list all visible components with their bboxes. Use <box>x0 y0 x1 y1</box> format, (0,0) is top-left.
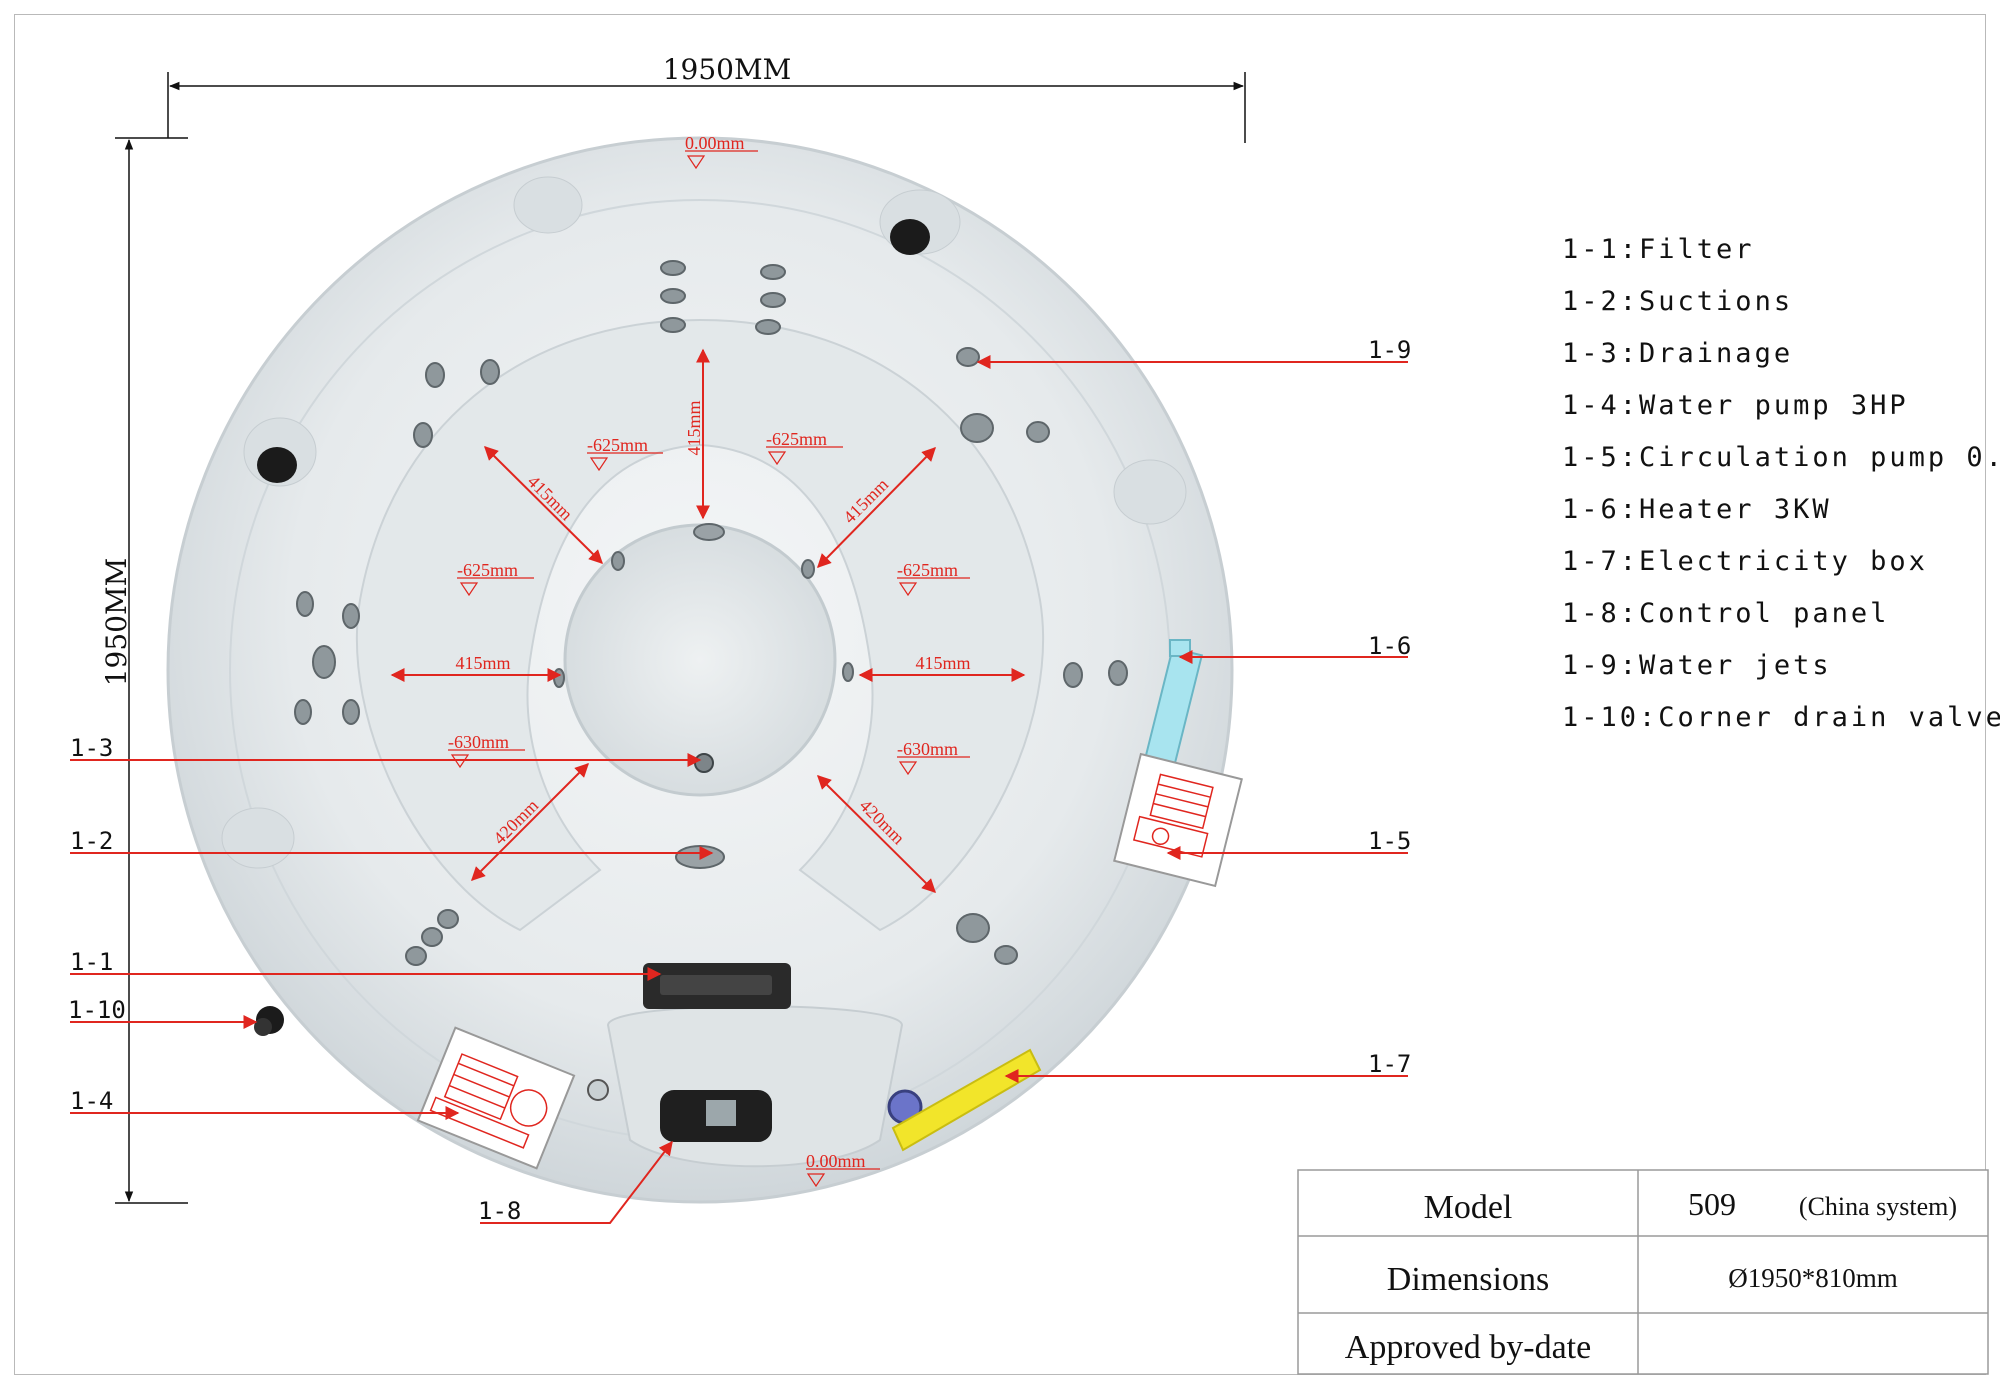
svg-text:1-1:Filter: 1-1:Filter <box>1562 234 1755 265</box>
callout-1-10: 1-10 <box>68 996 126 1024</box>
callout-1-5: 1-5 <box>1368 827 1411 855</box>
svg-text:-630mm: -630mm <box>448 732 509 752</box>
depth-label-lower-right: -630mm <box>897 739 970 776</box>
width-label: 1950MM <box>663 53 792 86</box>
callout-1-8: 1-8 <box>478 1197 521 1225</box>
distance-arrow-lower-right <box>817 775 936 893</box>
svg-text:1-9:Water jets: 1-9:Water jets <box>1562 650 1832 681</box>
legend-item: 1-3:Drainage <box>1562 338 1793 369</box>
distance-arrow-upper-right <box>817 447 936 568</box>
spec-table: Model 509 (China system) Dimensions Ø195… <box>1297 1169 1989 1375</box>
model-label: Model <box>1424 1189 1513 1226</box>
svg-text:1-7:Electricity box: 1-7:Electricity box <box>1562 546 1928 577</box>
callout-1-6: 1-6 <box>1368 632 1411 660</box>
svg-text:1-4:Water pump 3HP: 1-4:Water pump 3HP <box>1562 390 1909 421</box>
drainage-fitting <box>694 753 714 773</box>
headrest-top-right <box>890 219 930 255</box>
callout-1-9: 1-9 <box>1368 336 1411 364</box>
depth-label-upper-right: -625mm <box>766 429 843 466</box>
svg-text:-625mm: -625mm <box>587 435 648 455</box>
height-dimension: 1950MM <box>100 137 188 1204</box>
distance-arrow-lower-left <box>471 763 589 881</box>
callout-1-3: 1-3 <box>70 734 113 762</box>
callout-1-4: 1-4 <box>70 1087 113 1115</box>
legend: 1-1:Filter 1-2:Suctions 1-3:Drainage 1-4… <box>1562 234 2000 733</box>
depth-label-top: 0.00mm <box>685 133 758 170</box>
legend-item: 1-4:Water pump 3HP <box>1562 390 1909 421</box>
distance-label-left: 415mm <box>455 653 510 673</box>
headrest-left <box>257 447 297 483</box>
width-dimension: 1950MM <box>167 53 1246 143</box>
distance-label-up: 415mm <box>684 400 704 455</box>
legend-item: 1-2:Suctions <box>1562 286 1793 317</box>
svg-text:1-10:Corner drain valve: 1-10:Corner drain valve <box>1562 702 2000 733</box>
top-suction <box>693 523 725 541</box>
callout-1-2: 1-2 <box>70 827 113 855</box>
legend-item: 1-9:Water jets <box>1562 650 1832 681</box>
distance-arrow-upper-left <box>484 446 603 564</box>
svg-text:-625mm: -625mm <box>457 560 518 580</box>
legend-item: 1-1:Filter <box>1562 234 1755 265</box>
svg-text:1-5:Circulation pump 0.5HP: 1-5:Circulation pump 0.5HP <box>1562 442 2000 473</box>
corner-drain-valve-body <box>254 1006 284 1036</box>
legend-item: 1-8:Control panel <box>1562 598 1889 629</box>
legend-item: 1-6:Heater 3KW <box>1562 494 1832 525</box>
callout-1-1: 1-1 <box>70 948 113 976</box>
svg-text:0.00mm: 0.00mm <box>685 133 745 153</box>
svg-text:1-8:Control panel: 1-8:Control panel <box>1562 598 1889 629</box>
model-value: 509 <box>1688 1186 1736 1222</box>
svg-text:1-3:Drainage: 1-3:Drainage <box>1562 338 1793 369</box>
water-pump-drawing <box>416 1026 576 1170</box>
approved-label: Approved by-date <box>1345 1329 1591 1366</box>
distance-label-right: 415mm <box>915 653 970 673</box>
callout-1-7: 1-7 <box>1368 1050 1411 1078</box>
height-label: 1950MM <box>100 558 133 687</box>
svg-text:-625mm: -625mm <box>897 560 958 580</box>
legend-item: 1-7:Electricity box <box>1562 546 1928 577</box>
leader-1-8 <box>480 1140 673 1224</box>
electricity-box-block <box>891 1048 1042 1152</box>
control-panel-body <box>660 1090 772 1142</box>
drawing-frame <box>14 14 1986 1375</box>
suction-fitting <box>675 845 725 869</box>
air-control-left <box>587 1079 609 1101</box>
svg-text:0.00mm: 0.00mm <box>806 1151 866 1171</box>
legend-item: 1-5:Circulation pump 0.5HP <box>1562 442 2000 473</box>
svg-text:1-2:Suctions: 1-2:Suctions <box>1562 286 1793 317</box>
model-note: (China system) <box>1799 1192 1957 1221</box>
svg-text:-630mm: -630mm <box>897 739 958 759</box>
dimensions-value: Ø1950*810mm <box>1728 1263 1898 1293</box>
svg-text:-625mm: -625mm <box>766 429 827 449</box>
filter-housing <box>643 963 791 1009</box>
depth-label-bottom: 0.00mm <box>806 1151 880 1188</box>
svg-text:1-6:Heater 3KW: 1-6:Heater 3KW <box>1562 494 1832 525</box>
depth-label-mid-left: -625mm <box>457 560 534 597</box>
water-jets <box>294 260 1128 966</box>
legend-item: 1-10:Corner drain valve <box>1562 702 2000 733</box>
dimensions-label: Dimensions <box>1387 1261 1549 1298</box>
